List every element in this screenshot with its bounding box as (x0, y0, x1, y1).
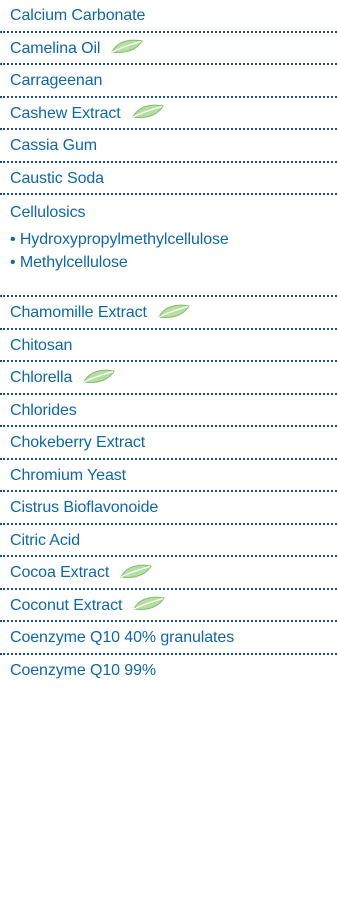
list-item[interactable]: Chromium Yeast (0, 460, 337, 492)
leaf-icon (131, 102, 165, 120)
item-label: Chromium Yeast (10, 466, 126, 484)
list-item[interactable]: Coconut Extract (0, 590, 337, 622)
list-item[interactable]: Coenzyme Q10 99% (0, 655, 337, 688)
item-label: Cellulosics (10, 204, 86, 221)
list-item[interactable]: Cassia Gum (0, 130, 337, 163)
leaf-icon (157, 302, 191, 320)
list-item[interactable]: Camelina Oil (0, 33, 337, 65)
list-item[interactable]: Citric Acid (0, 525, 337, 557)
item-label: Cassia Gum (10, 137, 98, 154)
item-label: Chlorella (10, 369, 73, 386)
item-label: Chokeberry Extract (10, 434, 146, 451)
list-item[interactable]: Chlorella (0, 362, 337, 395)
item-label: Caustic Soda (10, 169, 104, 187)
sub-item-label: • Hydroxypropylmethylcellulose (10, 231, 229, 248)
leaf-icon (132, 594, 166, 612)
list-item[interactable]: Chitosan (0, 330, 337, 362)
ingredient-list: Calcium Carbonate Camelina Oil Carrageen… (0, 0, 337, 688)
item-label: Chlorides (10, 401, 77, 419)
leaf-icon (82, 367, 116, 385)
item-label: Coconut Extract (10, 596, 123, 614)
list-item[interactable]: Cocoa Extract (0, 557, 337, 590)
item-label: Coenzyme Q10 40% granulates (10, 629, 235, 646)
item-label: Chamomille Extract (10, 304, 147, 321)
item-label: Camelina Oil (10, 39, 101, 57)
item-label: Cashew Extract (10, 104, 121, 122)
list-item[interactable]: Chokeberry Extract (0, 427, 337, 460)
item-label: Cistrus Bioflavonoide (10, 499, 159, 516)
item-label: Coenzyme Q10 99% (10, 661, 157, 679)
list-item[interactable]: Calcium Carbonate (0, 0, 337, 33)
item-label: Citric Acid (10, 531, 81, 549)
list-item[interactable]: Cashew Extract (0, 98, 337, 130)
list-item[interactable]: Cellulosics • Hydroxypropylmethylcellulo… (0, 195, 337, 297)
list-item[interactable]: Coenzyme Q10 40% granulates (0, 622, 337, 655)
item-label: Cocoa Extract (10, 564, 110, 581)
item-label: Calcium Carbonate (10, 7, 146, 24)
list-item[interactable]: Cistrus Bioflavonoide (0, 492, 337, 525)
list-item[interactable]: Chamomille Extract (0, 297, 337, 330)
leaf-icon (119, 562, 153, 580)
list-item[interactable]: Chlorides (0, 395, 337, 427)
item-label: Chitosan (10, 336, 73, 354)
item-label: Carrageenan (10, 72, 103, 89)
leaf-icon (110, 37, 144, 55)
list-item[interactable]: Carrageenan (0, 65, 337, 98)
list-item[interactable]: Caustic Soda (0, 163, 337, 195)
sub-item-label: • Methylcellulose (10, 254, 128, 271)
